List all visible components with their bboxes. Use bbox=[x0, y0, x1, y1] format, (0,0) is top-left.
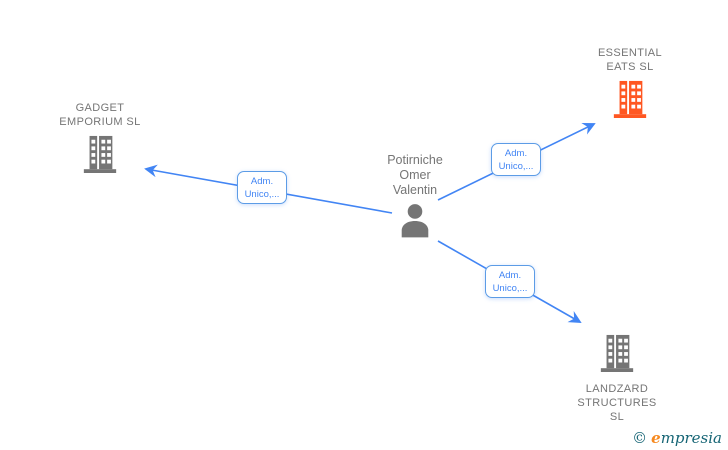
company-name-line: STRUCTURES bbox=[577, 397, 657, 409]
empresia-logo: ©empresia bbox=[632, 429, 722, 447]
edge-label-line: Adm. bbox=[498, 270, 522, 281]
company-node-landzard-structures[interactable]: LANDZARD STRUCTURES SL bbox=[547, 332, 687, 424]
building-icon bbox=[30, 133, 170, 180]
person-name-line: Potirniche bbox=[387, 153, 443, 167]
brand-name: mpresia bbox=[660, 429, 722, 447]
person-icon bbox=[345, 202, 485, 243]
person-name-line: Valentin bbox=[392, 183, 438, 197]
brand-initial: e bbox=[651, 429, 661, 447]
company-name-line: EMPORIUM SL bbox=[59, 116, 141, 128]
company-name-line: EATS SL bbox=[606, 61, 654, 73]
company-name: GADGET EMPORIUM SL bbox=[30, 101, 170, 129]
copyright-icon: © bbox=[632, 429, 648, 447]
company-node-gadget-emporium[interactable]: GADGET EMPORIUM SL bbox=[30, 101, 170, 180]
company-name-line: SL bbox=[609, 411, 625, 423]
company-name: LANDZARD STRUCTURES SL bbox=[547, 382, 687, 424]
person-name: Potirniche Omer Valentin bbox=[345, 153, 485, 198]
company-node-essential-eats[interactable]: ESSENTIAL EATS SL bbox=[560, 46, 700, 125]
edge-label-line: Unico,... bbox=[498, 161, 534, 172]
edge-label-essential-eats[interactable]: Adm. Unico,... bbox=[491, 143, 541, 176]
edge-label-line: Adm. bbox=[504, 148, 528, 159]
company-name-line: LANDZARD bbox=[585, 383, 649, 395]
company-name-line: ESSENTIAL bbox=[597, 47, 663, 59]
building-icon bbox=[560, 78, 700, 125]
edge-label-line: Unico,... bbox=[492, 283, 528, 294]
edge-label-landzard-structures[interactable]: Adm. Unico,... bbox=[485, 265, 535, 298]
person-name-line: Omer bbox=[399, 168, 431, 182]
edge-label-line: Adm. bbox=[250, 176, 274, 187]
edge-label-line: Unico,... bbox=[244, 189, 280, 200]
building-icon bbox=[547, 332, 687, 379]
edge-label-gadget-emporium[interactable]: Adm. Unico,... bbox=[237, 171, 287, 204]
person-node[interactable]: Potirniche Omer Valentin bbox=[345, 153, 485, 243]
company-name: ESSENTIAL EATS SL bbox=[560, 46, 700, 74]
company-name-line: GADGET bbox=[75, 102, 125, 114]
